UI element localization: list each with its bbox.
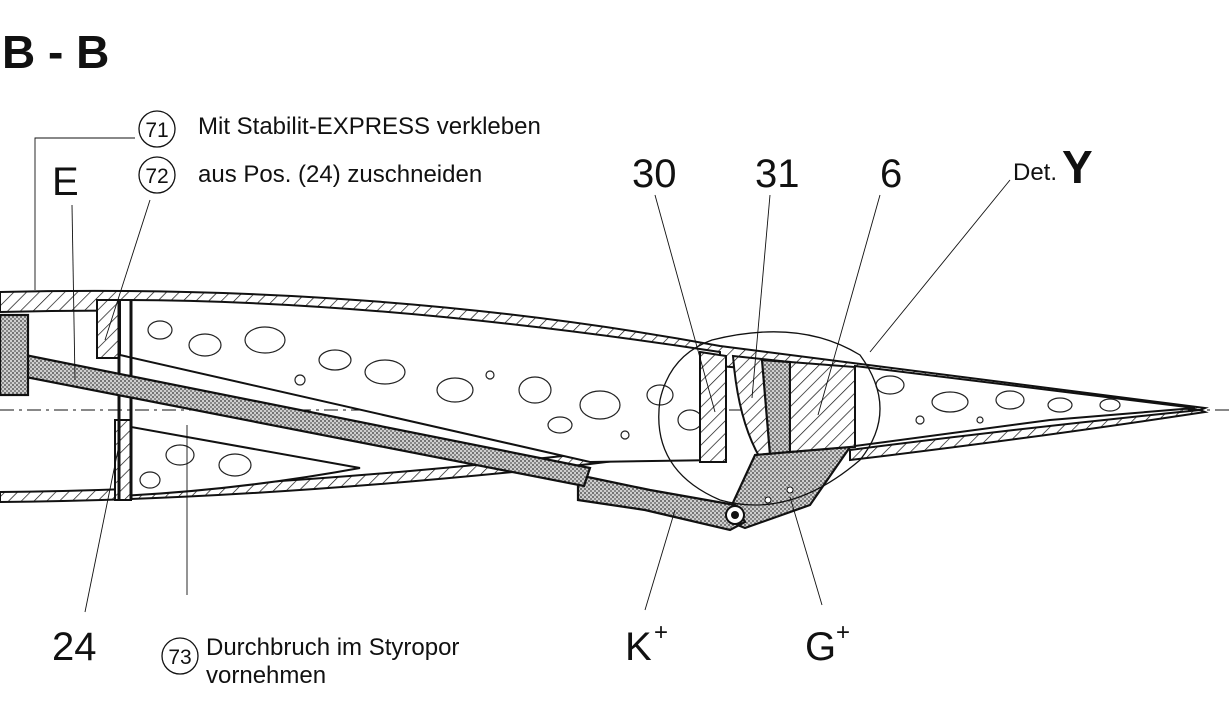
label-24: 24	[52, 625, 97, 669]
label-G-sup: +	[836, 619, 850, 646]
section-title: B - B	[2, 26, 109, 78]
foam-core-front	[119, 298, 721, 464]
label-K: K	[625, 625, 652, 669]
rib-front	[96, 299, 120, 359]
foam-core-lower	[119, 423, 361, 498]
label-G: G	[805, 625, 836, 669]
label-30: 30	[632, 152, 677, 196]
note-text-72: aus Pos. (24) zuschneiden	[198, 161, 482, 188]
note-text-71: Mit Stabilit-EXPRESS verkleben	[198, 113, 541, 140]
note-num-71: 71	[145, 119, 168, 142]
note-text-73-line2: vornehmen	[206, 662, 326, 689]
note-circle-73	[161, 637, 199, 675]
leader-lines	[34, 137, 1011, 613]
pushrod-k	[576, 473, 747, 532]
rib-front-lower	[114, 419, 132, 501]
detail-y-outline	[658, 331, 881, 506]
label-E: E	[52, 160, 79, 204]
diagonal-rod	[0, 348, 592, 488]
label-6: 6	[880, 152, 902, 196]
label-K-sup: +	[654, 619, 668, 646]
lower-skin-rear	[849, 408, 1209, 462]
part-6-block	[789, 360, 856, 454]
label-31: 31	[755, 152, 800, 196]
label-det: Det.	[1013, 159, 1057, 186]
note-num-72: 72	[145, 165, 168, 188]
left-fitting	[0, 313, 30, 397]
part-30-block	[699, 350, 727, 463]
note-text-73-line1: Durchbruch im Styropor	[206, 634, 459, 661]
note-num-73: 73	[168, 646, 191, 669]
foam-texture	[139, 320, 1121, 489]
label-det-y: Y	[1062, 141, 1093, 193]
note-circle-72	[138, 156, 176, 194]
note-circle-71	[138, 110, 176, 148]
